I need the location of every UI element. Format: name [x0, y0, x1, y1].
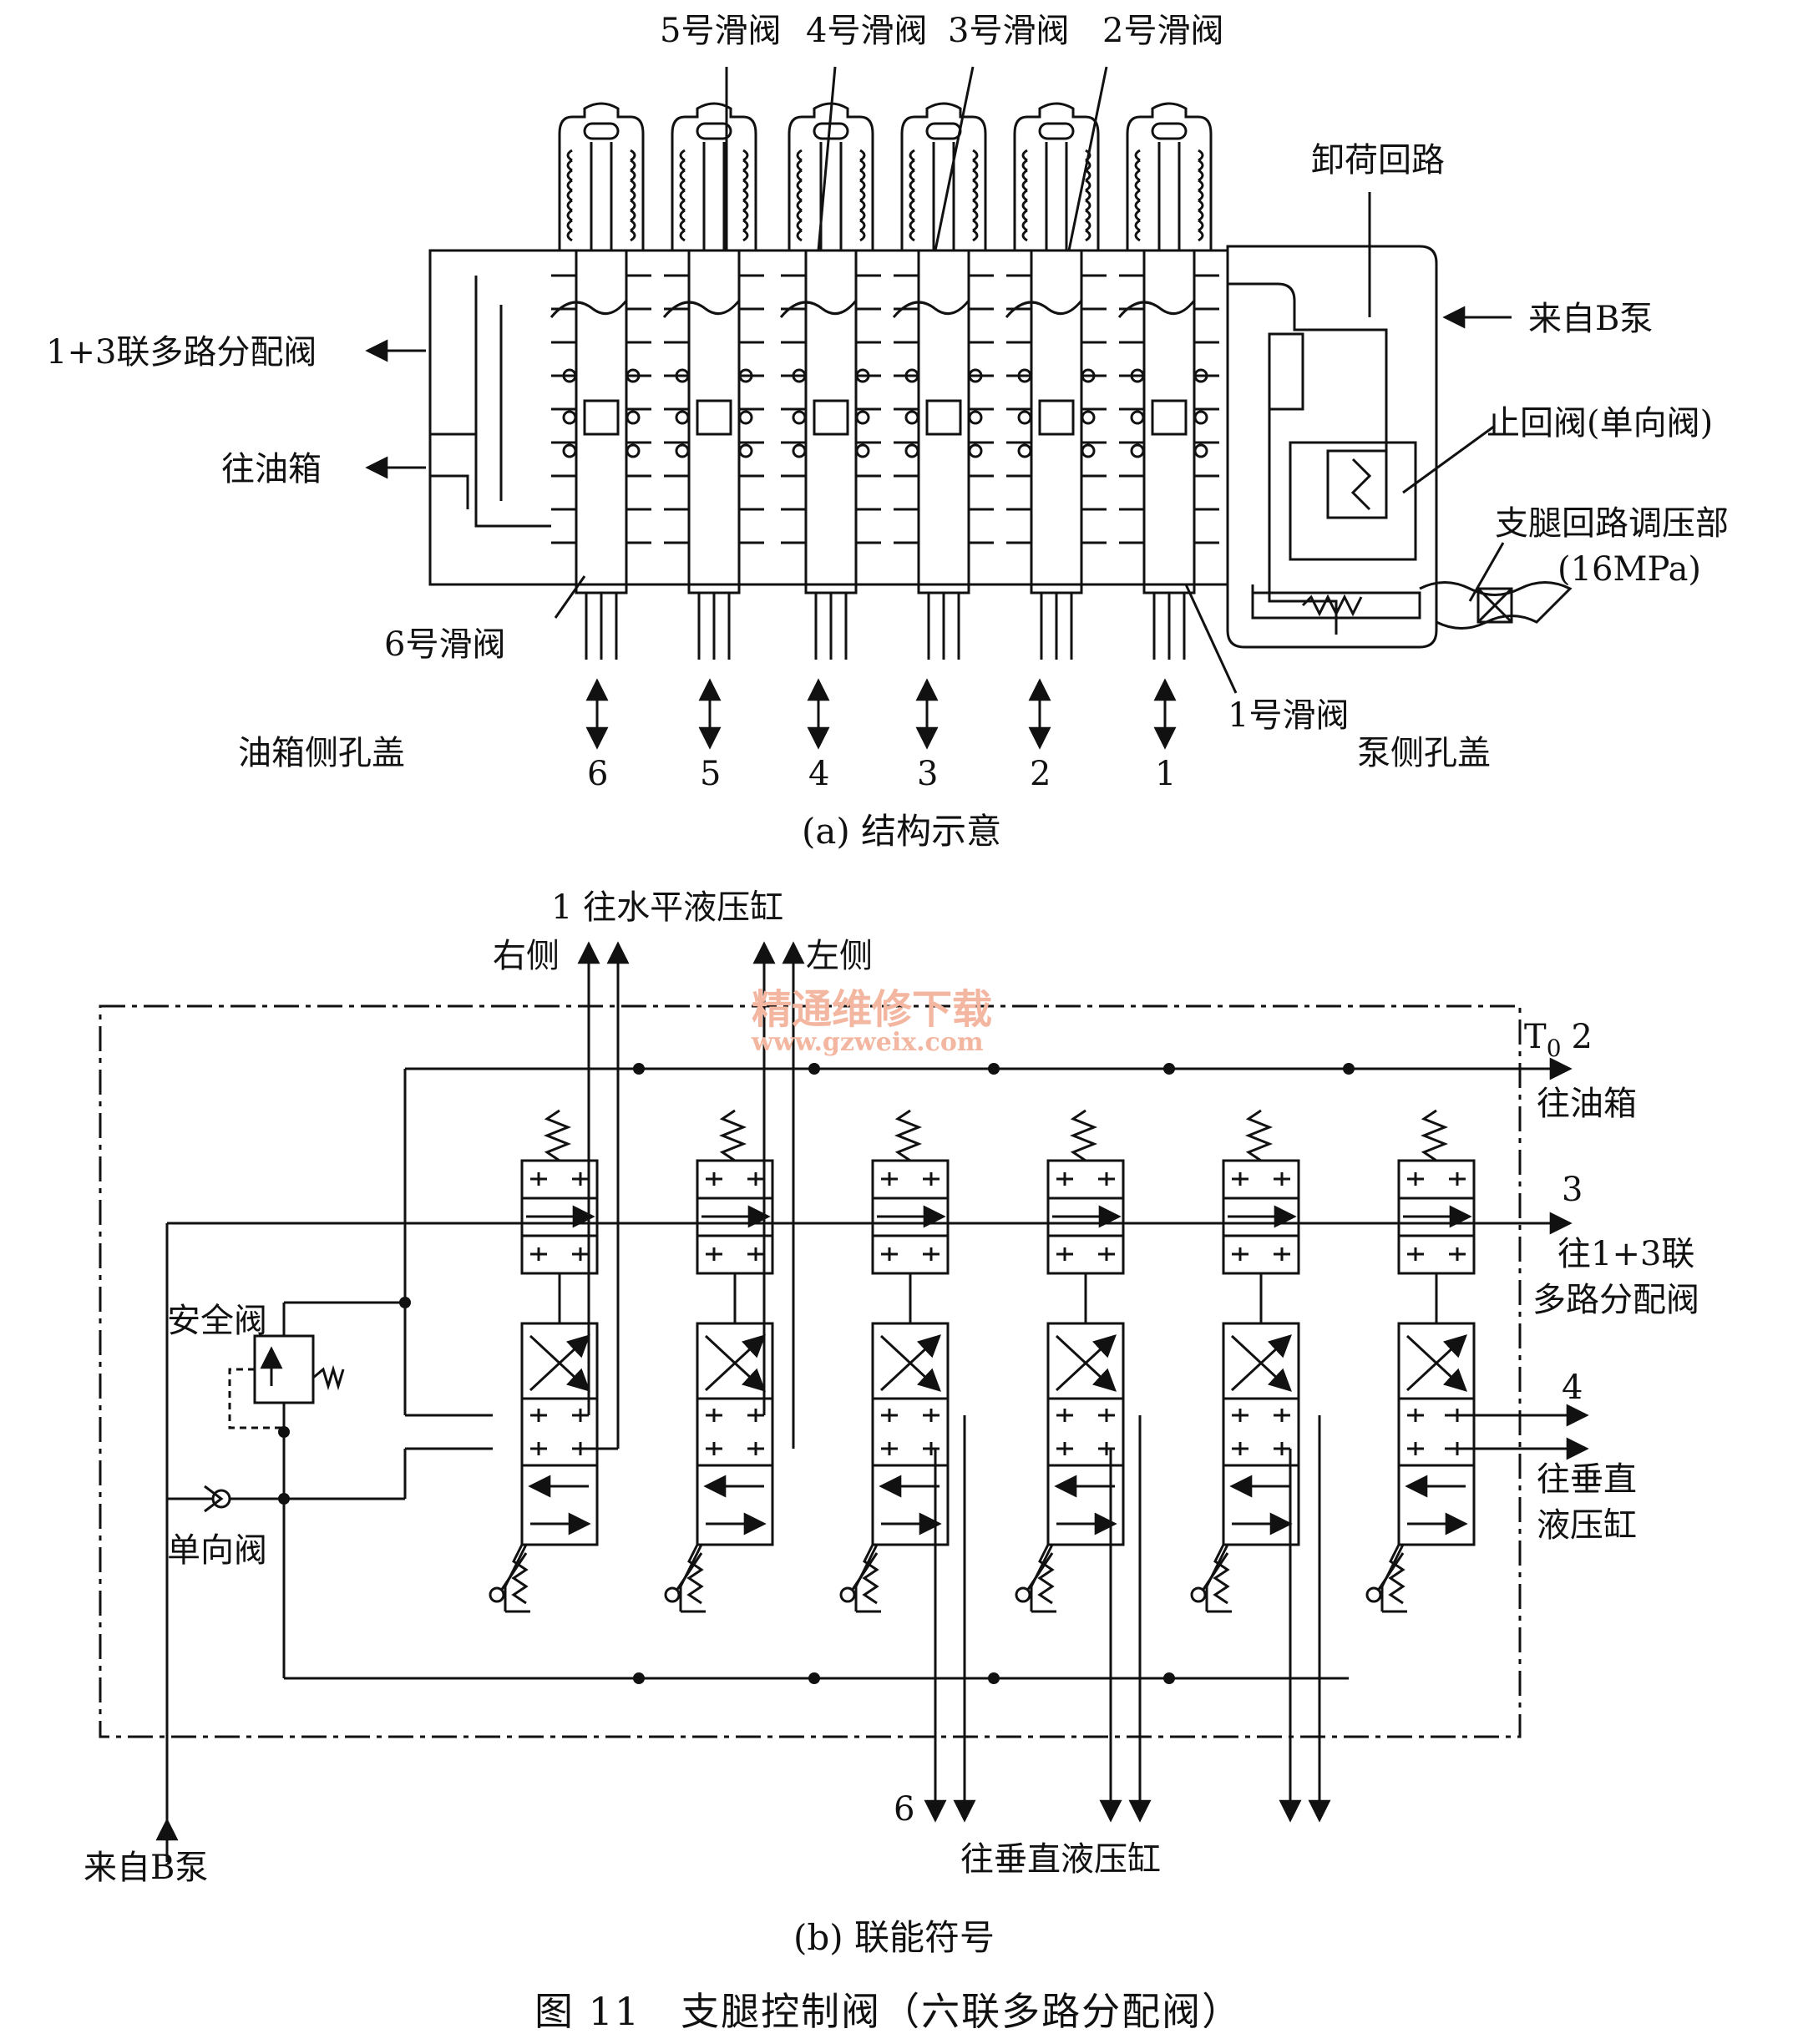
port-number: 1 — [1155, 755, 1176, 793]
spool-label-5: 5号滑阀 — [660, 12, 781, 50]
port-number-group: 6 5 4 3 2 1 — [587, 755, 1176, 793]
boundary — [99, 1004, 1522, 1738]
valve-section-4 — [1015, 1109, 1125, 1613]
junction-dots — [278, 1063, 1355, 1684]
spool-3 — [892, 102, 994, 660]
to-vertical-label-1: 往垂直 — [1537, 1460, 1637, 1499]
unload-circuit-label: 卸荷回路 — [1311, 141, 1445, 180]
spool-4 — [779, 102, 881, 660]
port-number: 3 — [917, 755, 938, 793]
left-side-label: 左侧 — [806, 937, 873, 975]
from-pump-b-label: 来自B泵 — [1528, 300, 1653, 338]
structure-panel — [428, 245, 1573, 649]
valve-section-5 — [1190, 1109, 1300, 1613]
valve-section-3 — [839, 1109, 950, 1613]
watermark-cn: 精通维修下载 — [752, 986, 992, 1033]
watermark-url: www.gzweix.com — [751, 1028, 984, 1057]
figure-title: 图 11 支腿控制阀（六联多路分配阀） — [534, 1989, 1242, 2034]
valve-section-1 — [489, 1109, 599, 1613]
port-number: 2 — [1030, 755, 1051, 793]
symbol-panel — [99, 941, 1589, 1862]
port-arrow-group — [585, 678, 1177, 750]
spool-1-label: 1号滑阀 — [1228, 696, 1349, 735]
to-vertical-bottom-label: 往垂直液压缸 — [960, 1840, 1161, 1879]
spool-1 — [1117, 102, 1219, 660]
tank-side-cover-label: 油箱侧孔盖 — [238, 734, 405, 772]
spool-2 — [1005, 102, 1107, 660]
port-6-label: 6 — [894, 1790, 914, 1829]
caption-b: (b) 联能符号 — [793, 1917, 995, 1958]
to-tank-b-label: 往油箱 — [1537, 1085, 1637, 1123]
safety-valve-label: 安全阀 — [167, 1302, 267, 1340]
pump-side-cover-label: 泵侧孔盖 — [1357, 734, 1491, 772]
to-13-label-2: 多路分配阀 — [1532, 1281, 1699, 1319]
outrigger-adjust-label: 支腿回路调压部 — [1495, 504, 1729, 543]
pressure-label: (16MPa) — [1557, 550, 1701, 589]
port-number: 4 — [808, 755, 829, 793]
port-number: 5 — [700, 755, 721, 793]
right-side-label: 右侧 — [493, 937, 560, 975]
valve-section-6 — [1365, 1109, 1476, 1613]
port-4-label: 4 — [1562, 1369, 1583, 1407]
safety-valve-symbol — [253, 1334, 315, 1404]
spool-6-label: 6号滑阀 — [384, 625, 505, 664]
check-valve-b-label: 单向阀 — [167, 1531, 267, 1570]
spool-label-3: 3号滑阀 — [948, 12, 1069, 50]
valve-body — [428, 249, 1229, 586]
spool-group — [550, 102, 1219, 660]
to-valve-13-label: 1+3联多路分配阀 — [46, 333, 317, 372]
caption-a: (a) 结构示意 — [802, 811, 1001, 852]
spool-5 — [662, 102, 764, 660]
to-horizontal-cyl-label: 1 往水平液压缸 — [551, 888, 783, 927]
port-number: 6 — [587, 755, 608, 793]
spool-6 — [550, 102, 651, 660]
to-13-label-1: 往1+3联 — [1557, 1235, 1694, 1273]
from-pump-b-b-label: 来自B泵 — [84, 1849, 208, 1887]
to-vertical-label-2: 液压缸 — [1537, 1506, 1637, 1545]
spool-label-2: 2号滑阀 — [1102, 12, 1223, 50]
valve-section-2 — [664, 1109, 774, 1613]
to-tank-label: 往油箱 — [221, 450, 322, 488]
valve-section-group — [489, 1109, 1476, 1613]
port-3-label: 3 — [1562, 1171, 1583, 1209]
spool-label-4: 4号滑阀 — [806, 12, 927, 50]
check-valve-label: 止回阀(单向阀) — [1487, 404, 1713, 443]
